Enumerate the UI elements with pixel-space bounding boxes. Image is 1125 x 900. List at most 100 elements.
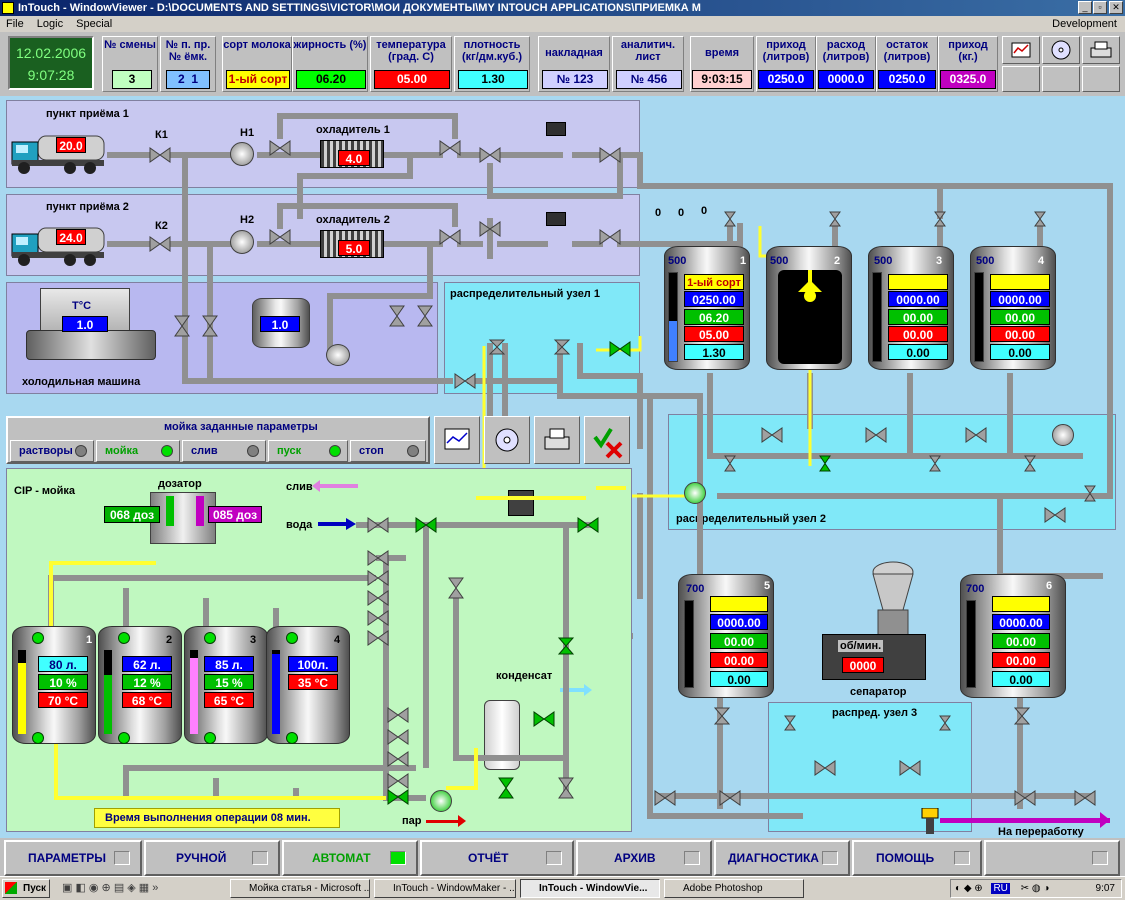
tank4-level-bar bbox=[974, 272, 984, 362]
clock-display: 12.02.2006 9:07:28 bbox=[8, 36, 94, 90]
tank6-cap: 700 bbox=[966, 583, 985, 595]
tank3-fat: 00.00 bbox=[888, 309, 948, 325]
task-photoshop[interactable]: Adobe Photoshop bbox=[664, 879, 804, 898]
maximize-button[interactable]: ▫ bbox=[1093, 1, 1107, 14]
trend-button[interactable] bbox=[1002, 36, 1040, 64]
extra-button[interactable] bbox=[984, 840, 1120, 876]
pp-value: 2 1 bbox=[166, 70, 210, 89]
cip-tank1-id: 1 bbox=[86, 634, 93, 646]
pump-node2[interactable] bbox=[684, 482, 706, 504]
cip-led-icon bbox=[286, 732, 298, 744]
system-tray: ◐ ◆ ⊕ RU ✂ ◍ ◑ 9:07 bbox=[950, 879, 1122, 898]
doser1-value: 068 доз bbox=[104, 506, 160, 523]
tank4-grade bbox=[990, 274, 1050, 290]
node2-label: распределительный узел 2 bbox=[676, 513, 826, 525]
auto-button[interactable]: АВТОМАТ bbox=[282, 840, 418, 876]
pump-h1[interactable] bbox=[230, 142, 254, 166]
print-button[interactable] bbox=[1082, 36, 1120, 64]
led-icon bbox=[161, 445, 173, 457]
cip-led-icon bbox=[204, 632, 216, 644]
pump-node2-right[interactable] bbox=[1052, 424, 1074, 446]
drain-arrow-line bbox=[318, 484, 358, 488]
menu-special[interactable]: Special bbox=[76, 18, 113, 30]
report-button[interactable]: ОТЧЁТ bbox=[420, 840, 574, 876]
task-windowviewer[interactable]: InTouch - WindowVie... bbox=[520, 879, 660, 898]
diagnostics-button[interactable]: ДИАГНОСТИКА bbox=[714, 840, 850, 876]
inkg-label: приход (кг.) bbox=[948, 39, 988, 63]
wash-disk-button[interactable] bbox=[484, 416, 530, 464]
temp-value: 05.00 bbox=[374, 70, 450, 89]
wash-confirm-cancel-button[interactable] bbox=[584, 416, 630, 464]
disk-button[interactable] bbox=[1042, 36, 1080, 64]
wash-btn-solutions[interactable]: растворы bbox=[10, 440, 94, 462]
pump-h2[interactable] bbox=[230, 230, 254, 254]
params-button[interactable]: ПАРАМЕТРЫ bbox=[4, 840, 142, 876]
zero-3: 0 bbox=[701, 205, 708, 217]
doser2-value: 085 доз bbox=[208, 506, 262, 523]
menu-file[interactable]: File bbox=[6, 18, 24, 30]
tank4-vol: 0000.00 bbox=[990, 291, 1050, 307]
manual-button[interactable]: РУЧНОЙ bbox=[144, 840, 280, 876]
waybill-value: № 123 bbox=[542, 70, 608, 89]
pump-fridge[interactable] bbox=[326, 344, 350, 366]
empty-button-1[interactable] bbox=[1002, 66, 1040, 92]
tray-icons[interactable]: ◐ ◆ ⊕ bbox=[955, 883, 983, 894]
close-button[interactable]: ✕ bbox=[1109, 1, 1123, 14]
menu-logic[interactable]: Logic bbox=[36, 18, 64, 30]
wash-print-button[interactable] bbox=[534, 416, 580, 464]
tank6-temp: 00.00 bbox=[992, 652, 1050, 668]
separator-rpm-value: 0000 bbox=[842, 657, 884, 673]
wash-param-title: мойка заданные параметры bbox=[164, 421, 318, 433]
task-windowmaker[interactable]: InTouch - WindowMaker - ... bbox=[374, 879, 516, 898]
tank3-grade bbox=[888, 274, 948, 290]
cooler2-value: 5.0 bbox=[338, 240, 370, 256]
shift-label: № смены bbox=[104, 39, 156, 51]
in-value: 0250.0 bbox=[758, 70, 814, 89]
to-processing-label: На переработку bbox=[998, 826, 1084, 838]
tank3-dens: 0.00 bbox=[888, 344, 948, 360]
wash-btn-stop[interactable]: стоп bbox=[350, 440, 426, 462]
cooler1-label: охладитель 1 bbox=[316, 124, 390, 136]
cip-pump[interactable] bbox=[430, 790, 452, 812]
empty-button-3[interactable] bbox=[1082, 66, 1120, 92]
led-icon bbox=[247, 445, 259, 457]
tank1-temp: 05.00 bbox=[684, 326, 744, 342]
tank5-dens: 0.00 bbox=[710, 671, 768, 687]
tank6-vol: 0000.00 bbox=[992, 614, 1050, 630]
tank2-cap: 500 bbox=[770, 255, 789, 267]
tank6-grade bbox=[992, 596, 1050, 612]
spray-head-icon bbox=[798, 270, 822, 302]
node2-zone bbox=[668, 414, 1116, 530]
valve-k1-icon[interactable] bbox=[149, 147, 171, 163]
doser-label: дозатор bbox=[158, 478, 202, 490]
wash-trend-button[interactable] bbox=[434, 416, 480, 464]
empty-button-2[interactable] bbox=[1042, 66, 1080, 92]
node3-label: распред. узел 3 bbox=[832, 707, 918, 719]
archive-button[interactable]: АРХИВ bbox=[576, 840, 712, 876]
help-button[interactable]: ПОМОЩЬ bbox=[852, 840, 982, 876]
wash-btn-start[interactable]: пуск bbox=[268, 440, 348, 462]
zero-1: 0 bbox=[655, 207, 662, 219]
time-label: время bbox=[704, 47, 739, 59]
tank2-wash-display bbox=[778, 270, 842, 364]
minimize-button[interactable]: _ bbox=[1078, 1, 1092, 14]
task-word[interactable]: Мойка статья - Microsoft ... bbox=[230, 879, 370, 898]
tray-icons-2[interactable]: ✂ ◍ ◑ bbox=[1020, 883, 1050, 894]
valve-k2-icon[interactable] bbox=[149, 236, 171, 252]
wash-btn-wash[interactable]: мойка bbox=[96, 440, 180, 462]
tank1-cap: 500 bbox=[668, 255, 687, 267]
cip-tank2-id: 2 bbox=[166, 634, 173, 646]
h2-label: Н2 bbox=[240, 214, 255, 226]
valves-layer bbox=[149, 140, 1096, 806]
cip-tank2-vol: 62 л. bbox=[122, 656, 172, 672]
cip-tank4-id: 4 bbox=[334, 634, 341, 646]
cip-led-icon bbox=[286, 632, 298, 644]
indicator-icon bbox=[954, 851, 970, 865]
temp-label: температура (град. С) bbox=[376, 39, 446, 63]
cip-label: CIP - мойка bbox=[14, 485, 76, 497]
trend-icon bbox=[444, 428, 470, 450]
wash-btn-drain[interactable]: слив bbox=[182, 440, 266, 462]
quicklaunch-icons[interactable]: ▣ ◧ ◉ ⊕ ▤ ◈ ▦ » bbox=[62, 882, 159, 894]
tank3-temp: 00.00 bbox=[888, 326, 948, 342]
lang-indicator[interactable]: RU bbox=[991, 883, 1010, 894]
